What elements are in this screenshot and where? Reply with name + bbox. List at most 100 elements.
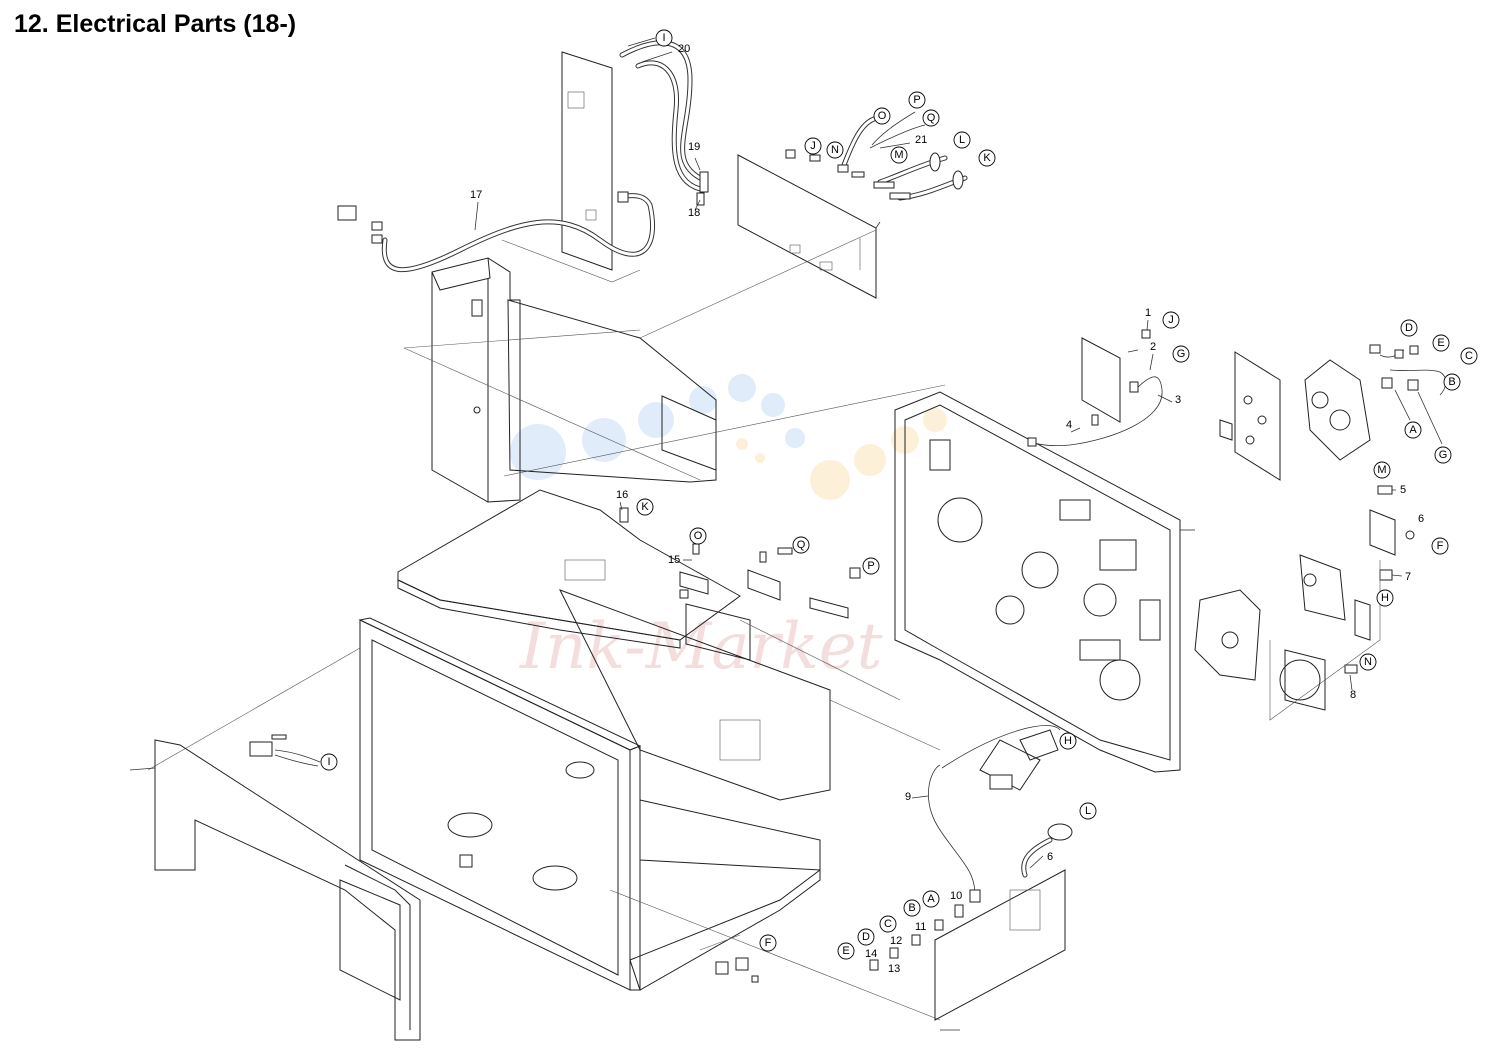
part-number-label: 20 <box>678 43 690 55</box>
connection-letter-callout: G <box>1434 446 1452 464</box>
callout-letter: J <box>810 140 816 152</box>
watermark-text: Ink-Market <box>519 610 883 684</box>
callout-letter: I <box>662 32 665 44</box>
callout-letter: K <box>641 501 649 513</box>
part-number-label: 10 <box>950 890 962 902</box>
page-title: 12. Electrical Parts (18-) <box>14 10 297 38</box>
callout-letter: Q <box>927 112 936 124</box>
connection-letter-callout: Q <box>922 109 940 127</box>
switch-part-f <box>699 934 759 983</box>
part-number-label: 11 <box>915 921 926 933</box>
watermark: Ink-Market <box>510 374 947 684</box>
part-number-label: 19 <box>688 141 700 153</box>
connection-letter-callout: N <box>826 141 844 159</box>
part-number-label: 4 <box>1066 419 1072 431</box>
callout-circle <box>689 527 707 545</box>
part-number-label: 6 <box>1418 513 1424 525</box>
connection-letter-callout: K <box>636 498 654 516</box>
part-number-label: 16 <box>616 489 628 501</box>
part-number-label: 9 <box>905 791 911 803</box>
connection-letter-callout: H <box>1059 732 1077 750</box>
callout-circle <box>879 915 897 933</box>
callout-letter: P <box>867 560 874 572</box>
connection-letter-callout: D <box>1400 319 1418 337</box>
connection-letter-callout: B <box>903 899 921 917</box>
callout-circle <box>857 928 875 946</box>
connection-letter-callout: E <box>1432 334 1450 352</box>
callout-circle <box>837 942 855 960</box>
connection-letter-callout: F <box>759 934 777 952</box>
main-chassis-frame <box>147 589 941 1021</box>
cable-17 <box>337 191 656 273</box>
callout-letter: N <box>1364 656 1372 668</box>
callout-letter: M <box>1377 464 1386 476</box>
leader-lines <box>474 37 1403 869</box>
drive-unit <box>1219 344 1447 481</box>
part-number-label: 12 <box>890 935 902 947</box>
power-cable-9 <box>928 725 1061 903</box>
callout-circle <box>903 899 921 917</box>
connection-letter-callout: C <box>1460 347 1478 365</box>
part-number-label: 7 <box>1405 571 1411 583</box>
callout-letter: A <box>1409 424 1417 436</box>
callout-circle <box>922 890 940 908</box>
callout-circle <box>1373 461 1391 479</box>
callout-circle <box>1460 347 1478 365</box>
callout-letter: D <box>862 931 870 943</box>
callout-letter: N <box>831 144 839 156</box>
callout-circle <box>320 753 338 771</box>
callout-letter: F <box>765 937 772 949</box>
callout-letter: K <box>983 152 991 164</box>
part-number-label: 3 <box>1175 394 1181 406</box>
connection-letter-callout: N <box>1359 653 1377 671</box>
callout-letter: E <box>842 945 849 957</box>
callout-circle <box>1059 732 1077 750</box>
callout-letter: L <box>1085 805 1091 817</box>
callout-letter: B <box>908 902 915 914</box>
callout-circle <box>1432 334 1450 352</box>
connection-letter-callout: A <box>1404 421 1422 439</box>
callout-letter: H <box>1381 592 1389 604</box>
callout-circle <box>792 536 810 554</box>
callout-letter: I <box>327 756 330 768</box>
connection-letter-callout: O <box>689 527 707 545</box>
connection-letter-callout: L <box>1079 802 1097 820</box>
connection-letter-callout: I <box>320 753 338 771</box>
callout-circle <box>908 91 926 109</box>
connection-letter-callout: M <box>890 146 908 164</box>
callout-letter: B <box>1448 376 1455 388</box>
callout-letter: L <box>959 134 965 146</box>
callout-circle <box>890 146 908 164</box>
connection-letter-callout: F <box>1431 537 1449 555</box>
callout-circle <box>826 141 844 159</box>
right-lower-parts <box>1194 485 1415 721</box>
callout-letter: M <box>894 149 903 161</box>
cover-plate-16 <box>397 384 946 649</box>
main-board <box>737 154 881 299</box>
connection-letter-callout: D <box>857 928 875 946</box>
power-board <box>869 823 1073 1031</box>
part-number-label: 1 <box>1145 307 1151 319</box>
cable-harness-19-20 <box>619 40 709 206</box>
callout-circle <box>1172 345 1190 363</box>
connection-letter-callout: I <box>655 29 673 47</box>
main-board-connectors <box>785 111 968 201</box>
part-number-label: 2 <box>1150 341 1156 353</box>
part-number-label: 17 <box>470 189 482 201</box>
connection-letter-callout: C <box>879 915 897 933</box>
callout-letter: C <box>1465 350 1473 362</box>
callout-circle <box>978 149 996 167</box>
connection-letter-callout: P <box>862 557 880 575</box>
callout-letter: A <box>927 893 935 905</box>
part-number-label: 6 <box>1047 851 1053 863</box>
callout-letter: C <box>884 918 892 930</box>
callout-circle <box>1162 311 1180 329</box>
callout-circle <box>873 107 891 125</box>
part-number-label: 13 <box>888 963 900 975</box>
part-number-label: 8 <box>1350 689 1356 701</box>
callout-letter: G <box>1177 348 1186 360</box>
callout-circle <box>1431 537 1449 555</box>
connection-letter-callout: J <box>804 137 822 155</box>
